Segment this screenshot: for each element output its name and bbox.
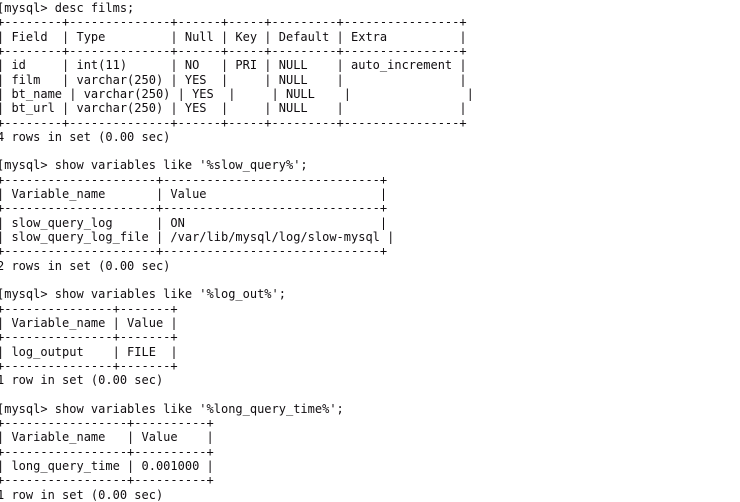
table-border-mid: +-----------------+----------+ (0, 444, 214, 459)
table-border-bottom: +---------------+-------+ (0, 358, 178, 373)
prompt-line-desc-films: [mysql> desc films; (0, 1, 135, 15)
status-line-rows-in-set: 4 rows in set (0.00 sec) (0, 129, 171, 144)
table-border-top: +--------+--------------+------+-----+--… (0, 15, 467, 30)
table-header-row: | Field | Type | Null | Key | Default | … (0, 29, 467, 44)
table-border-top: +---------------------+-----------------… (0, 172, 388, 187)
table-row: | slow_query_log | ON | (0, 215, 388, 230)
prompt-line-slow-query: [mysql> show variables like '%slow_query… (0, 158, 308, 173)
table-border-bottom: +--------+--------------+------+-----+--… (0, 115, 467, 130)
blank-line (0, 273, 474, 287)
table-row: | bt_url | varchar(250) | YES | | NULL |… (0, 101, 467, 116)
table-row: | id | int(11) | NO | PRI | NULL | auto_… (0, 58, 467, 73)
blank-line (0, 387, 474, 401)
table-header-row: | Variable_name | Value | (0, 187, 388, 202)
table-border-top: +-----------------+----------+ (0, 416, 214, 431)
terminal-output[interactable]: [mysql> desc films;+--------+-----------… (0, 1, 474, 502)
table-border-mid: +--------+--------------+------+-----+--… (0, 43, 467, 58)
table-row: | bt_name | varchar(250) | YES | | NULL … (0, 86, 474, 101)
table-border-bottom: +-----------------+----------+ (0, 473, 214, 488)
status-line-rows-in-set: 1 row in set (0.00 sec) (0, 373, 164, 388)
status-line-rows-in-set: 1 row in set (0.00 sec) (0, 487, 164, 502)
table-border-top: +---------------+-------+ (0, 301, 178, 316)
status-line-rows-in-set: 2 rows in set (0.00 sec) (0, 258, 171, 273)
table-row: | film | varchar(250) | YES | | NULL | | (0, 72, 467, 87)
table-row: | log_output | FILE | (0, 344, 178, 359)
table-header-row: | Variable_name | Value | (0, 315, 178, 330)
table-header-row: | Variable_name | Value | (0, 430, 214, 445)
table-border-bottom: +---------------------+-----------------… (0, 244, 388, 259)
table-border-mid: +---------------------+-----------------… (0, 201, 388, 216)
table-row: | slow_query_log_file | /var/lib/mysql/l… (0, 230, 395, 244)
blank-line (0, 144, 474, 158)
prompt-line-log-output: [mysql> show variables like '%log_out%'; (0, 287, 286, 302)
prompt-line-long-query-time: [mysql> show variables like '%long_query… (0, 401, 344, 416)
table-border-mid: +---------------+-------+ (0, 330, 178, 345)
table-row: | long_query_time | 0.001000 | (0, 459, 214, 473)
